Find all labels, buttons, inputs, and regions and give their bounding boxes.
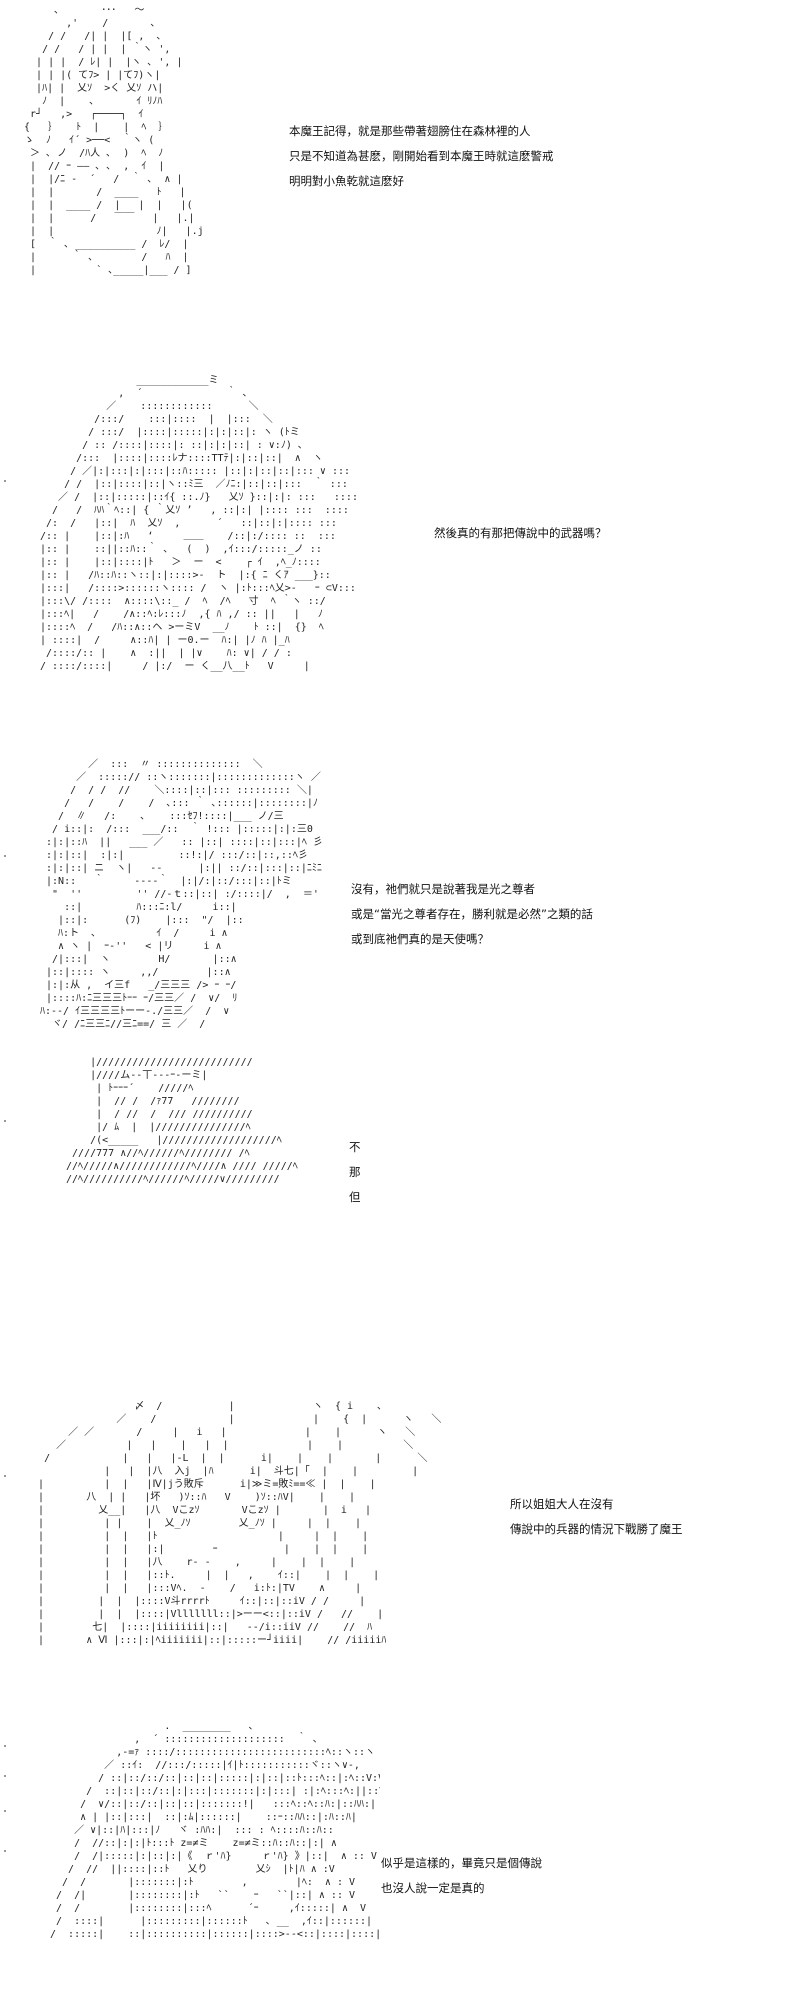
ascii-art-character-6: . ________ ､ , ´ :::::::::::::::::::: ｀ … (50, 1721, 380, 1940)
dialogue-line: 也沒人說一定是真的 (381, 1881, 485, 1895)
dialogue-line: 傳說中的兵器的情況下戰勝了魔王 (510, 1522, 683, 1536)
ascii-art-character-3: ／ ::: 〃 :::::::::::::: ＼ ／ :::::// ::ヽ::… (40, 759, 323, 1028)
panel-1: ､ ･･･ ～ ,' / ､ / / /| | |[ , ､ / / / | |… (0, 0, 800, 330)
panel-5: 〆 / | ヽ { i ､ ／ / | | { | ヽ ＼ ／ ／ / | i … (0, 1400, 800, 1700)
edge-mark (4, 1745, 6, 1747)
edge-mark (4, 855, 6, 857)
edge-mark (4, 1120, 6, 1122)
dialogue-panel-4: 不知道呢，雖然我也見到祂們了 那群人確實有特殊的氣場 但是不是光之神的眷屬，我就… (349, 1135, 360, 1210)
edge-mark (4, 1475, 6, 1477)
panel-4: |////////////////////////// |////ム-‐丅‐‐-… (0, 1050, 800, 1370)
ascii-art-character-5: 〆 / | ヽ { i ､ ／ / | | { | ヽ ＼ ／ ／ / | i … (38, 1401, 442, 1646)
dialogue-line: 沒有，祂們就只是說著我是光之尊者 (351, 882, 535, 896)
dialogue-line: 或是“當光之尊者存在，勝利就是必然”之類的話 (351, 907, 593, 921)
dialogue-line: 所以姐姐大人在沒有 (510, 1497, 614, 1511)
dialogue-panel-3: 沒有，祂們就只是說著我是光之尊者 或是“當光之尊者存在，勝利就是必然”之類的話 … (351, 877, 593, 952)
ascii-art-character-1: ､ ･･･ ～ ,' / ､ / / /| | |[ , ､ / / / | |… (24, 5, 204, 276)
panel-6: . ________ ､ , ´ :::::::::::::::::::: ｀ … (0, 1720, 800, 2000)
dialogue-line: 但是不是光之神的眷屬，我就不知道了 (349, 1190, 360, 1204)
dialogue-line: 或到底祂們真的是天使嗎？ (351, 932, 489, 946)
dialogue-line: 然後真的有那把傳說中的武器嗎？ (434, 526, 607, 540)
edge-mark (4, 1810, 6, 1812)
dialogue-line: 似乎是這樣的，畢竟只是個傳說 (381, 1856, 542, 1870)
dialogue-panel-2: 然後真的有那把傳說中的武器嗎？ (434, 521, 607, 546)
ascii-art-character-4: |////////////////////////// |////ム-‐丅‐‐-… (60, 1056, 360, 1356)
dialogue-line: 只是不知道為甚麽，剛開始看到本魔王時就這麽警戒 (289, 149, 554, 163)
edge-mark (4, 1850, 6, 1852)
dialogue-line: 那群人確實有特殊的氣場 (349, 1165, 360, 1179)
edge-mark (4, 1775, 6, 1777)
edge-mark (4, 480, 6, 482)
panel-2: ____________ミ , ´ ｀ ､ ／ :::::::::::: ＼ /… (0, 370, 800, 740)
dialogue-line: 明明對小魚乾就這麽好 (289, 174, 404, 188)
dialogue-panel-5: 所以姐姐大人在沒有 傳說中的兵器的情況下戰勝了魔王 (510, 1492, 683, 1542)
dialogue-panel-6: 似乎是這樣的，畢竟只是個傳說 也沒人說一定是真的 (381, 1851, 542, 1901)
dialogue-panel-1: 本魔王記得，就是那些帶著翅膀住在森林裡的人 只是不知道為甚麽，剛開始看到本魔王時… (289, 119, 554, 194)
dialogue-line: 不知道呢，雖然我也見到祂們了 (349, 1140, 360, 1154)
ascii-art-character-2: ____________ミ , ´ ｀ ､ ／ :::::::::::: ＼ /… (40, 375, 358, 672)
panel-3: ／ ::: 〃 :::::::::::::: ＼ ／ :::::// ::ヽ::… (0, 750, 800, 1030)
dialogue-line: 本魔王記得，就是那些帶著翅膀住在森林裡的人 (289, 124, 531, 138)
